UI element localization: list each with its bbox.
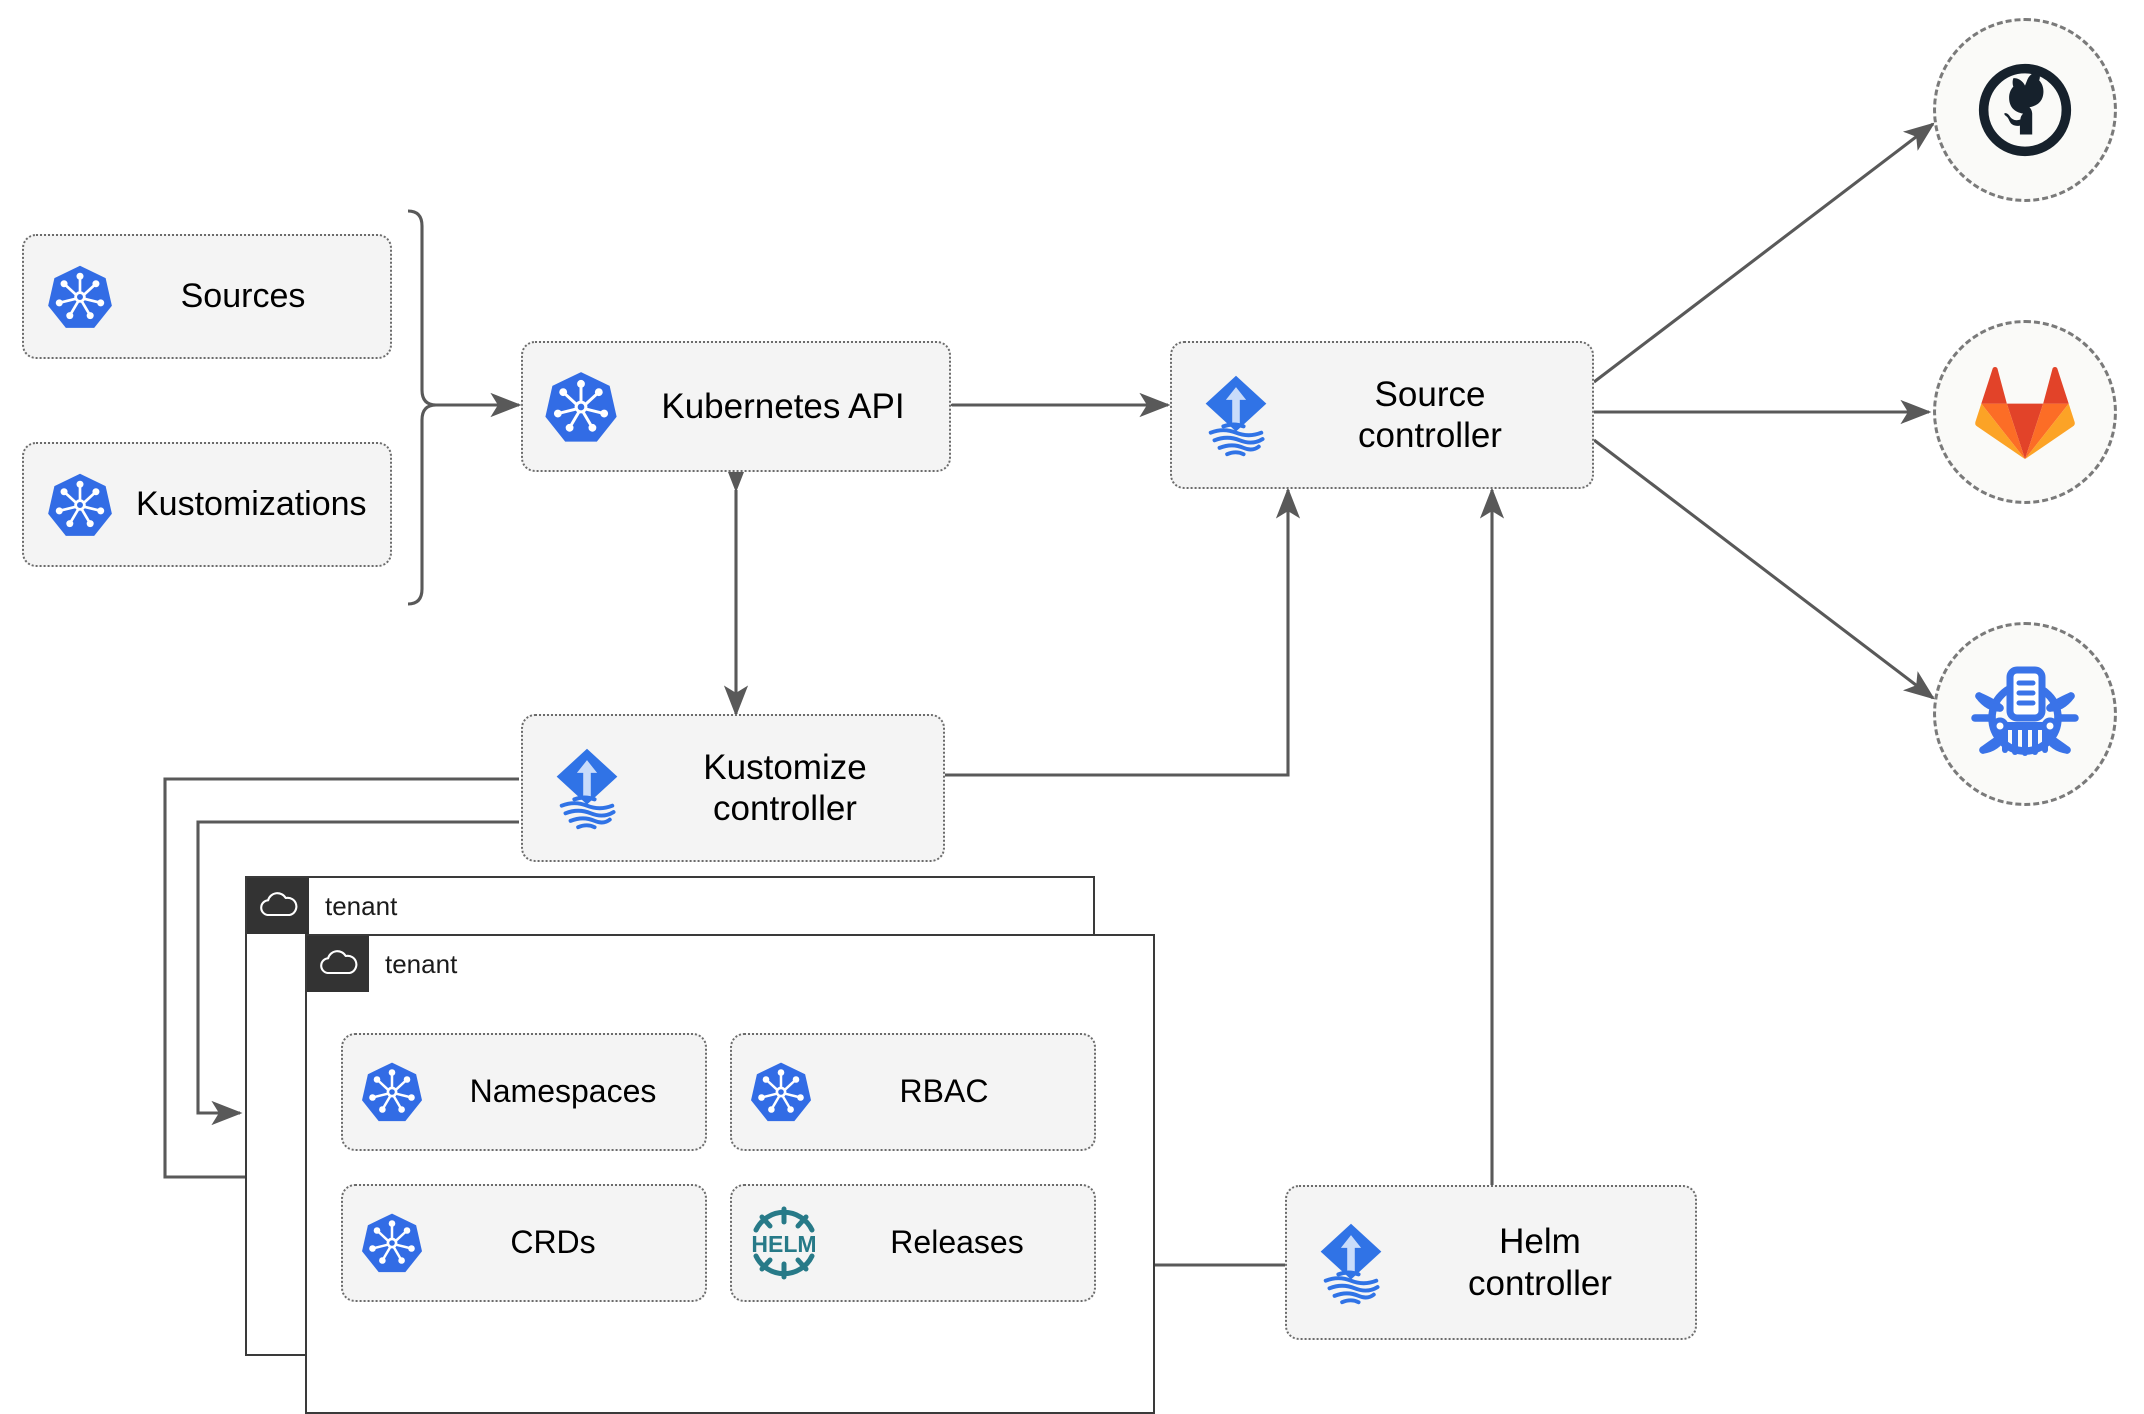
node-kustomizations[interactable]: Kustomizations xyxy=(22,442,392,567)
node-crds[interactable]: CRDs xyxy=(341,1184,707,1302)
node-crds-label: CRDs xyxy=(510,1224,596,1261)
endpoint-helm-repository[interactable] xyxy=(1933,622,2117,806)
kubernetes-icon xyxy=(343,1211,441,1275)
flux-icon xyxy=(1172,372,1300,458)
node-releases-label: Releases xyxy=(890,1224,1024,1261)
helm-wordmark: HELM xyxy=(751,1231,816,1257)
helm-repository-icon xyxy=(1971,666,2079,756)
tenant-box-inner[interactable]: tenant xyxy=(305,934,1155,1414)
endpoint-github[interactable] xyxy=(1933,18,2117,202)
node-helm-controller-label: Helm controller xyxy=(1468,1222,1612,1303)
cloud-icon xyxy=(320,950,358,975)
edge-source-to-helm-repository xyxy=(1593,438,1935,700)
github-icon xyxy=(1978,63,2072,157)
node-kustomize-controller-label: Kustomize controller xyxy=(703,747,867,828)
tenant-inner-tab xyxy=(307,936,369,992)
kubernetes-icon xyxy=(523,369,639,445)
node-rbac[interactable]: RBAC xyxy=(730,1033,1096,1151)
node-source-controller[interactable]: Source controller xyxy=(1170,341,1594,489)
flux-icon xyxy=(1287,1220,1415,1306)
cloud-icon xyxy=(260,892,298,917)
node-sources-label: Sources xyxy=(180,277,306,316)
tenant-outer-label: tenant xyxy=(325,890,398,921)
node-kustomizations-label: Kustomizations xyxy=(136,485,367,524)
edge-kustomize-to-tenant-outer xyxy=(196,820,519,1126)
node-sources[interactable]: Sources xyxy=(22,234,392,359)
node-kubernetes-api[interactable]: Kubernetes API xyxy=(521,341,951,472)
gitlab-icon xyxy=(1975,366,2075,460)
edge-source-to-github xyxy=(1593,122,1935,384)
node-namespaces[interactable]: Namespaces xyxy=(341,1033,707,1151)
node-helm-controller[interactable]: Helm controller xyxy=(1285,1185,1697,1340)
node-source-controller-label: Source controller xyxy=(1358,374,1502,455)
tenant-inner-label: tenant xyxy=(385,948,458,979)
kubernetes-icon xyxy=(343,1060,441,1124)
kubernetes-icon xyxy=(24,263,136,331)
node-releases[interactable]: HELM Releases xyxy=(730,1184,1096,1302)
node-kustomize-controller[interactable]: Kustomize controller xyxy=(521,714,945,862)
node-kubernetes-api-label: Kubernetes API xyxy=(661,386,905,426)
helm-logo-icon: HELM xyxy=(732,1205,836,1281)
edge-kustomize-to-source xyxy=(945,487,1301,777)
node-namespaces-label: Namespaces xyxy=(469,1073,657,1110)
edge-kustomize-to-tenant-inner xyxy=(163,777,519,1190)
endpoint-gitlab[interactable] xyxy=(1933,320,2117,504)
tenant-outer-tab xyxy=(247,878,309,934)
group-bracket xyxy=(407,209,437,606)
kubernetes-icon xyxy=(732,1060,830,1124)
node-rbac-label: RBAC xyxy=(899,1073,989,1110)
kubernetes-icon xyxy=(24,471,136,539)
flux-icon xyxy=(523,745,651,831)
